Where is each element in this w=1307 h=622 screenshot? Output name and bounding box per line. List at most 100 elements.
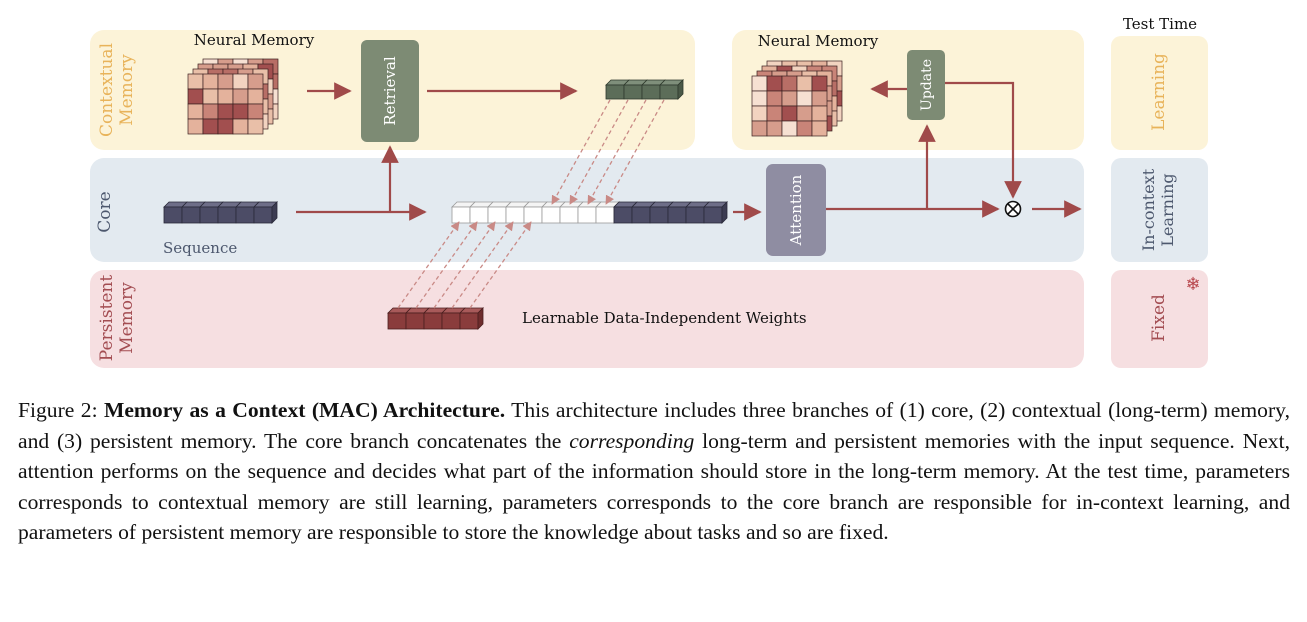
memory-cell bbox=[232, 103, 249, 120]
memory-cell bbox=[187, 73, 204, 90]
caption-prefix: Figure 2: bbox=[18, 398, 104, 422]
memory-cell bbox=[751, 105, 768, 122]
persistent-memory-branch bbox=[90, 270, 1084, 368]
update-box bbox=[907, 50, 945, 120]
token-side bbox=[721, 201, 728, 224]
token-cell bbox=[235, 201, 260, 224]
memory-cell bbox=[751, 120, 768, 137]
memory-cell bbox=[202, 73, 219, 90]
memory-cell bbox=[202, 103, 219, 120]
dashed-arrow bbox=[433, 221, 496, 309]
attention-label: Attention bbox=[787, 174, 805, 246]
token-cell bbox=[641, 79, 666, 100]
memory-cell bbox=[217, 118, 234, 135]
token-side bbox=[677, 79, 684, 100]
memory-cell bbox=[232, 118, 249, 135]
memory-cell bbox=[232, 88, 249, 105]
arrow-update-down-to-combine bbox=[945, 81, 1022, 199]
test-time-fixed-label: Fixed bbox=[1149, 294, 1169, 342]
memory-cell bbox=[247, 103, 264, 120]
token-cell bbox=[163, 201, 188, 224]
combine-operator-icon bbox=[1004, 200, 1022, 218]
memory-cell bbox=[781, 105, 798, 122]
concatenated-placeholder-tokens bbox=[451, 201, 620, 224]
dashed-arrow bbox=[569, 99, 629, 205]
memory-cell bbox=[751, 90, 768, 107]
memory-cell bbox=[811, 90, 828, 107]
dashed-concat-arrows bbox=[397, 99, 665, 309]
memory-cell bbox=[811, 120, 828, 137]
token-cell bbox=[605, 79, 630, 100]
token-cell bbox=[217, 201, 242, 224]
snowflake-icon: ❄ bbox=[1185, 274, 1200, 295]
memory-cell bbox=[796, 105, 813, 122]
memory-cell bbox=[811, 105, 828, 122]
retrieval-box bbox=[361, 40, 419, 142]
caption-title: Memory as a Context (MAC) Architecture. bbox=[103, 398, 506, 422]
sequence-tokens bbox=[163, 201, 278, 224]
test-time-header: Test Time bbox=[1123, 15, 1197, 33]
neural-memory-label-right: Neural Memory bbox=[758, 32, 879, 50]
branch-label-persistent: PersistentMemory bbox=[97, 275, 137, 362]
test-time-in-context-label: In-contextLearning bbox=[1139, 168, 1177, 251]
sequence-label: Sequence bbox=[163, 239, 237, 257]
memory-cell bbox=[796, 75, 813, 92]
memory-cell bbox=[232, 73, 249, 90]
memory-cell bbox=[202, 118, 219, 135]
mac-architecture-diagram: Test Time Learning In-contextLearning Fi… bbox=[90, 15, 1208, 368]
neural-memory-cube-right bbox=[751, 60, 843, 137]
memory-cell bbox=[811, 75, 828, 92]
dashed-arrow bbox=[469, 221, 532, 309]
memory-cell bbox=[781, 90, 798, 107]
branch-label-contextual: ContextualMemory bbox=[97, 43, 137, 137]
token-cell bbox=[441, 307, 466, 330]
test-time-in-context-box bbox=[1111, 158, 1208, 262]
retrieved-memory-tokens bbox=[605, 79, 684, 100]
token-cell bbox=[451, 201, 476, 224]
memory-cell bbox=[187, 118, 204, 135]
memory-cell bbox=[751, 75, 768, 92]
test-time-learning-box bbox=[1111, 36, 1208, 150]
memory-cell bbox=[187, 88, 204, 105]
dashed-arrow bbox=[397, 221, 460, 309]
figure-caption: Figure 2: Memory as a Context (MAC) Arch… bbox=[18, 395, 1290, 548]
update-label: Update bbox=[919, 59, 935, 111]
memory-cell bbox=[766, 90, 783, 107]
token-side bbox=[271, 201, 278, 224]
token-cell bbox=[181, 201, 206, 224]
concatenated-sequence-tokens bbox=[613, 201, 728, 224]
dashed-arrow bbox=[415, 221, 478, 309]
test-time-fixed-box bbox=[1111, 270, 1208, 368]
token-cell bbox=[667, 201, 692, 224]
memory-cell bbox=[796, 120, 813, 137]
memory-cell bbox=[781, 75, 798, 92]
memory-cell bbox=[202, 88, 219, 105]
memory-cell bbox=[766, 75, 783, 92]
caption-italic-word: corresponding bbox=[569, 428, 695, 453]
memory-cell bbox=[187, 103, 204, 120]
attention-box bbox=[766, 164, 826, 256]
memory-cell bbox=[217, 73, 234, 90]
persistent-weight-tokens bbox=[387, 307, 484, 330]
memory-cell bbox=[247, 73, 264, 90]
test-time-learning-label: Learning bbox=[1149, 53, 1169, 131]
dashed-arrow bbox=[587, 99, 647, 205]
dashed-arrow bbox=[605, 99, 665, 205]
token-cell bbox=[685, 201, 710, 224]
token-cell bbox=[649, 201, 674, 224]
token-cell bbox=[623, 79, 648, 100]
neural-memory-label-left: Neural Memory bbox=[194, 31, 315, 49]
memory-cell bbox=[766, 105, 783, 122]
memory-cell bbox=[766, 120, 783, 137]
memory-cell bbox=[796, 90, 813, 107]
persistent-weights-label: Learnable Data-Independent Weights bbox=[522, 309, 807, 327]
caption-body-2: long-term and persistent memories with t… bbox=[18, 428, 1290, 545]
caption-body-1: This architecture includes three branche… bbox=[18, 398, 1290, 453]
memory-cell bbox=[781, 120, 798, 137]
flow-arrows bbox=[296, 80, 1082, 221]
dashed-arrow bbox=[451, 221, 514, 309]
token-side bbox=[477, 307, 484, 330]
memory-cell bbox=[247, 88, 264, 105]
token-cell bbox=[613, 201, 638, 224]
memory-cell bbox=[217, 88, 234, 105]
